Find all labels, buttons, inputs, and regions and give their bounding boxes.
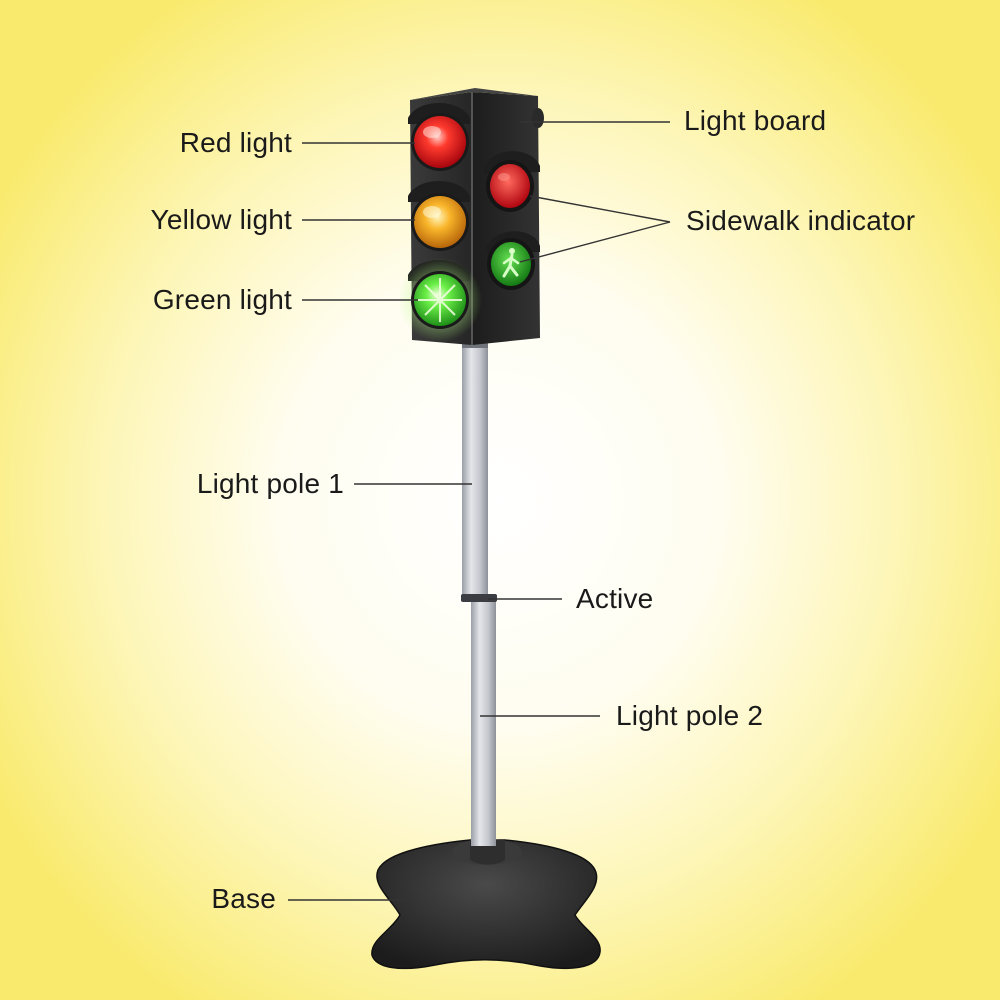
label-red-light: Red light (179, 127, 292, 158)
leader-sidewalk-bottom (519, 221, 671, 263)
light-pole-1 (462, 340, 488, 598)
label-yellow-light: Yellow light (150, 204, 292, 235)
label-light-board: Light board (684, 105, 827, 136)
sidewalk-red-indicator (484, 151, 540, 212)
leader-sidewalk-top (529, 195, 671, 223)
label-light-pole-1: Light pole 1 (196, 468, 344, 499)
label-sidewalk-indicator: Sidewalk indicator (686, 205, 916, 236)
label-base: Base (211, 883, 276, 914)
base (371, 839, 601, 970)
label-green-light: Green light (152, 284, 292, 315)
leader-lines (288, 121, 671, 901)
active-joint (461, 594, 497, 602)
sidewalk-green-indicator (486, 231, 540, 290)
label-light-pole-2: Light pole 2 (616, 700, 764, 731)
red-light (408, 103, 470, 171)
light-pole-2 (471, 598, 496, 846)
green-light (398, 258, 482, 342)
yellow-light (408, 181, 470, 251)
label-active: Active (576, 583, 654, 614)
walking-person-icon (502, 248, 520, 278)
